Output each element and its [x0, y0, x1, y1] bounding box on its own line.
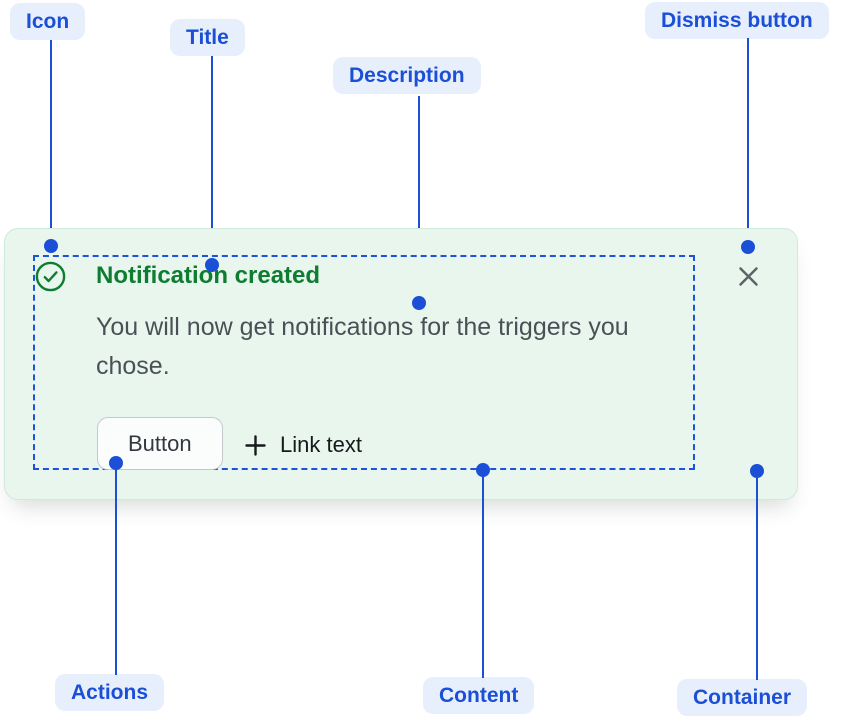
- title-connector-dot: [205, 258, 219, 272]
- annotation-container-label: Container: [677, 679, 808, 716]
- content-outline: [33, 255, 695, 470]
- annotation-actions-label: Actions: [55, 674, 165, 711]
- annotation-title-label: Title: [170, 19, 245, 56]
- annotation-content-label: Content: [423, 677, 535, 714]
- notification-description: You will now get notifications for the t…: [96, 313, 629, 380]
- annotation-description-label: Description: [333, 57, 481, 94]
- plus-icon: [244, 434, 267, 457]
- action-link[interactable]: Link text: [244, 429, 362, 461]
- dismiss-connector-line: [746, 38, 750, 247]
- action-link-label: Link text: [280, 432, 362, 457]
- content-connector-line: [481, 470, 485, 678]
- annotation-icon-label: Icon: [10, 3, 86, 40]
- description-connector-dot: [412, 296, 426, 310]
- container-connector-line: [755, 471, 759, 680]
- title-connector-line: [210, 56, 214, 264]
- dismiss-connector-dot: [741, 240, 755, 254]
- check-circle-icon: [35, 261, 66, 292]
- icon-connector-dot: [44, 239, 58, 253]
- icon-connector-line: [49, 40, 53, 246]
- actions-connector-line: [114, 463, 118, 675]
- close-icon[interactable]: [733, 262, 763, 292]
- description-connector-line: [417, 96, 421, 303]
- annotation-dismiss-label: Dismiss button: [645, 2, 829, 39]
